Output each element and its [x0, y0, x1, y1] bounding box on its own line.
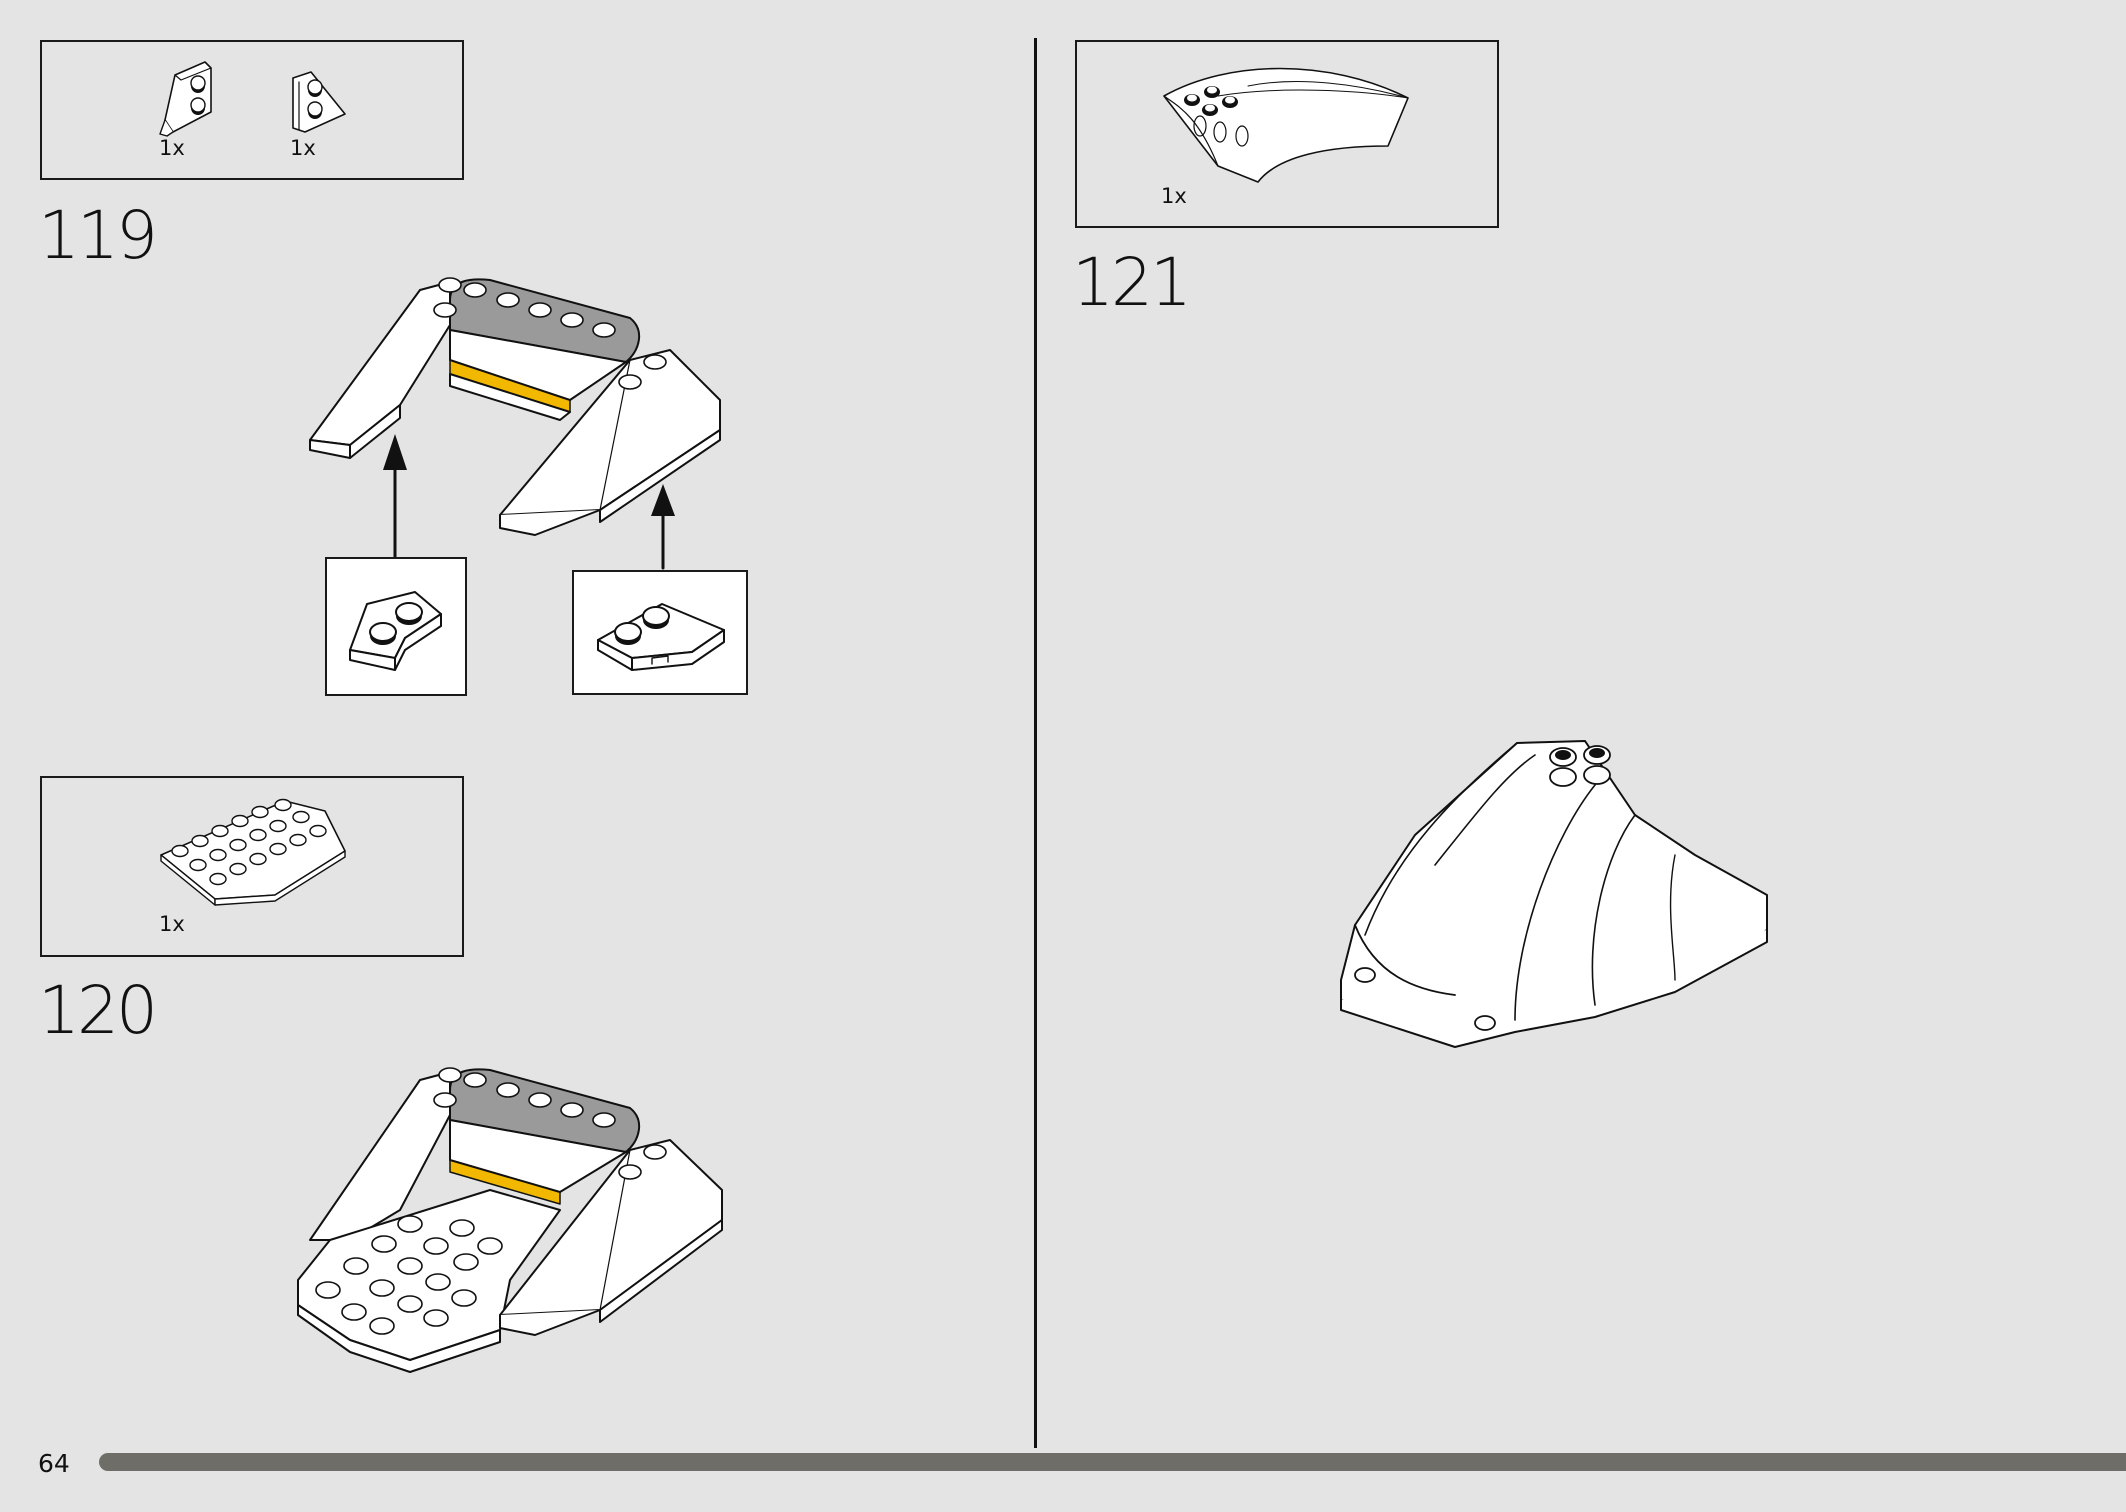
parts-callout-120 [40, 776, 464, 957]
curved-slope-icon [1163, 67, 1409, 183]
wedge-plate-left-icon [159, 61, 212, 137]
progress-bar [99, 1453, 2126, 1471]
parts-callout-119 [40, 40, 464, 180]
wedge-plate-right-icon [597, 603, 725, 671]
arrow-up-icon [383, 434, 407, 560]
step-number-121: 121 [1072, 244, 1192, 321]
step-number-119: 119 [38, 197, 158, 274]
step-number-120: 120 [38, 972, 158, 1049]
step-120-assembly [297, 1067, 723, 1373]
part-qty-120-1: 1x [159, 912, 185, 936]
page-number: 64 [38, 1449, 70, 1478]
part-qty-119-1: 1x [159, 136, 185, 160]
step-119-assembly [309, 277, 721, 536]
page-divider [1034, 38, 1037, 1448]
part-qty-119-2: 1x [290, 136, 316, 160]
wedge-plate-left-icon [349, 591, 442, 671]
wedge-plate-right-icon [292, 71, 346, 133]
parts-callout-121 [1075, 40, 1499, 228]
wedge-plate-studded-icon [160, 798, 346, 906]
part-qty-121-1: 1x [1161, 184, 1187, 208]
step-121-assembly [1340, 740, 1768, 1048]
arrow-up-icon [651, 484, 675, 570]
